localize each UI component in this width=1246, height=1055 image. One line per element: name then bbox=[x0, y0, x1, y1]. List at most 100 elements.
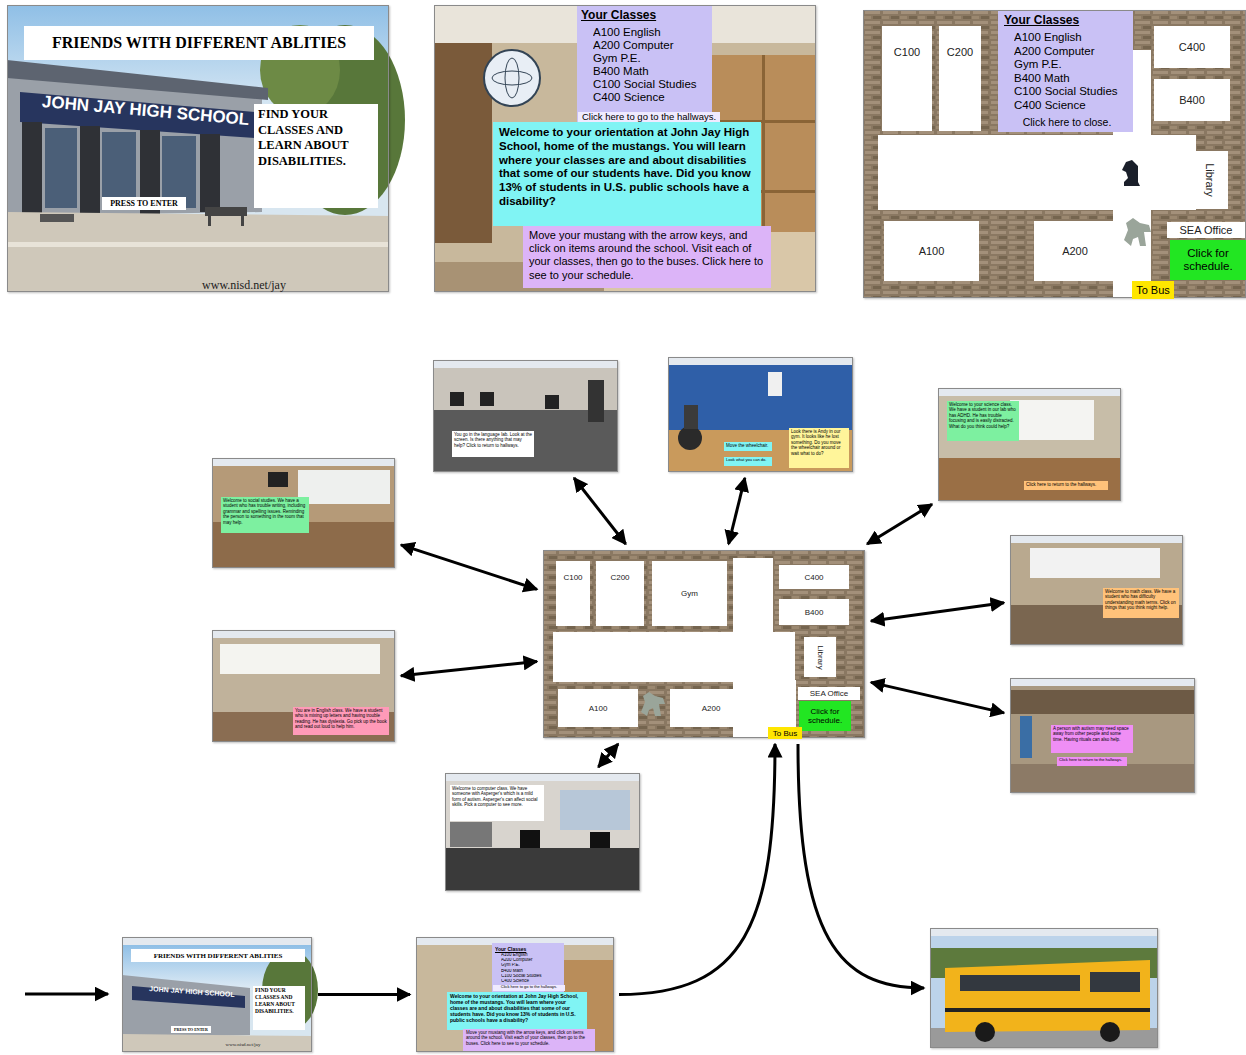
schedule-heading: Your Classes bbox=[581, 8, 711, 23]
label-text: FRIENDS WITH DIFFERENT ABLITIES bbox=[154, 952, 283, 960]
classroom-photo bbox=[434, 5, 816, 292]
computer-room-photo-shape bbox=[445, 773, 640, 781]
classroom-photo-shape bbox=[492, 71, 532, 85]
scene-message: A person with autism may need space away… bbox=[1051, 725, 1133, 753]
language-lab-photo-shape bbox=[480, 392, 494, 406]
label-text: C100 Social Studies bbox=[501, 974, 542, 978]
school-bus-photo-shape bbox=[930, 928, 1158, 936]
school-photo-shape bbox=[200, 134, 220, 212]
double-arrow bbox=[871, 603, 1004, 621]
english-thumbnail: You are in English class. We have a stud… bbox=[212, 630, 395, 742]
label-text: Welcome to your orientation at John Jay … bbox=[499, 126, 751, 207]
web-address: www.nisd.net/jay bbox=[211, 1042, 275, 1051]
hallway-map-shape bbox=[863, 10, 1246, 298]
english-room-photo-shape bbox=[220, 644, 380, 674]
library-photo-shape bbox=[1010, 764, 1195, 793]
school-photo-thumbnail bbox=[122, 937, 318, 1052]
label-text: Click for schedule. bbox=[1172, 247, 1244, 273]
label-text: B400 bbox=[1179, 94, 1205, 106]
title-screen: FRIENDS WITH DIFFERENT ABLITIESJOHN JAY … bbox=[7, 5, 389, 292]
school-bus-photo-shape bbox=[975, 1022, 995, 1042]
social-studies-photo-shape bbox=[298, 470, 390, 504]
choice-button: Look what you can do. bbox=[724, 457, 772, 466]
double-arrow bbox=[401, 662, 537, 676]
label-text: A200 Computer bbox=[1014, 45, 1095, 57]
choice-button: Move the wheelchair. bbox=[724, 442, 772, 451]
hallway-map-shape bbox=[998, 10, 1133, 132]
social-studies-photo-shape bbox=[212, 458, 395, 568]
school-photo-shape bbox=[208, 216, 211, 226]
scene-message: You go in the language lab. Look at the … bbox=[452, 431, 534, 457]
room-box: Library bbox=[1192, 151, 1228, 209]
classroom-photo-shape bbox=[505, 58, 519, 98]
entry-arrow-shape bbox=[25, 993, 108, 996]
room-box: C400 bbox=[779, 565, 849, 589]
label-text: Click here to close. bbox=[1023, 117, 1112, 128]
flow-arrow bbox=[318, 993, 410, 996]
double-arrow bbox=[867, 504, 932, 544]
language-lab-photo-shape bbox=[588, 380, 604, 422]
room-box: Library bbox=[804, 637, 836, 677]
gym-photo-shape bbox=[678, 426, 702, 450]
label-text: Your Classes bbox=[495, 946, 526, 952]
room-box: B400 bbox=[779, 599, 849, 625]
return-link: Click here to return to the hallways. bbox=[1057, 757, 1127, 766]
school-photo-thumbnail-shape bbox=[122, 937, 312, 1052]
class-list-item: C100 Social Studies bbox=[1014, 85, 1134, 98]
label-text: C400 bbox=[1179, 41, 1205, 53]
label-text: Gym P.E. bbox=[1014, 58, 1062, 70]
room-box: C100 bbox=[882, 26, 932, 131]
math-room-photo-shape bbox=[1030, 548, 1160, 578]
room-box: B400 bbox=[1154, 79, 1230, 121]
label-text: A100 English bbox=[593, 26, 661, 38]
english-room-photo-shape bbox=[212, 630, 395, 742]
room-box: C200 bbox=[939, 26, 981, 131]
label-text: Welcome to your science class. We have a… bbox=[949, 402, 1016, 429]
flow-arrow bbox=[619, 744, 775, 995]
school-photo-thumbnail-shape bbox=[122, 937, 312, 945]
math-thumbnail: Welcome to math class. We have a student… bbox=[1010, 535, 1183, 645]
label-text: To Bus bbox=[1136, 284, 1170, 296]
class-list-item: A200 Computer bbox=[593, 39, 713, 52]
label-text: A100 bbox=[919, 245, 945, 257]
language-lab-photo bbox=[433, 360, 618, 472]
intro-panel: FIND YOUR CLASSES AND LEARN ABOUT DISABI… bbox=[253, 986, 305, 1030]
label-text: Click for schedule. bbox=[801, 707, 849, 725]
label-text: C100 Social Studies bbox=[1014, 85, 1118, 97]
computer-room-photo-shape bbox=[445, 773, 640, 891]
room-box: A100 bbox=[558, 689, 638, 727]
gym-photo bbox=[668, 357, 853, 472]
school-photo-shape bbox=[45, 128, 77, 208]
school-bus-photo bbox=[930, 928, 1158, 1048]
school-photo-shape bbox=[241, 216, 244, 226]
social-studies-photo bbox=[212, 458, 395, 568]
hallway-link: Click here to go to the hallways. bbox=[493, 985, 565, 991]
label-text: Library bbox=[815, 645, 824, 669]
label-text: JOHN JAY HIGH SCHOOL bbox=[149, 985, 235, 998]
label-text: SEA Office bbox=[1180, 224, 1233, 236]
label-text: C400 Science bbox=[593, 91, 665, 103]
class-list-item: Gym P.E. bbox=[1014, 58, 1134, 71]
label-text: You are in English class. We have a stud… bbox=[295, 708, 387, 729]
social-studies-photo-shape bbox=[212, 458, 395, 466]
schedule-heading: Your Classes bbox=[1004, 13, 1129, 28]
label-text: Gym bbox=[681, 589, 698, 598]
computer-room-photo-shape bbox=[590, 832, 610, 848]
class-list-item: B400 Math bbox=[1014, 72, 1134, 85]
school-photo-shape bbox=[205, 207, 247, 216]
room-box: C400 bbox=[1154, 26, 1230, 68]
school-photo-shape bbox=[22, 122, 42, 217]
computer-room-thumbnail: Welcome to computer class. We have someo… bbox=[445, 773, 640, 891]
science-room-photo-shape bbox=[938, 388, 1121, 501]
label-text: A100 bbox=[589, 704, 608, 713]
label-text: C400 Science bbox=[501, 979, 529, 983]
label-text: C200 bbox=[947, 46, 973, 58]
hallway-map-shape bbox=[543, 550, 865, 738]
label-text: Move the wheelchair. bbox=[726, 443, 768, 448]
bus-exit: To Bus bbox=[768, 727, 802, 739]
school-bus-photo-shape bbox=[1090, 972, 1140, 992]
office-label: SEA Office bbox=[798, 687, 860, 700]
title-screen-thumbnail: FRIENDS WITH DIFFERENT ABLITIES JOHN JAY … bbox=[122, 937, 312, 1052]
classroom-photo-shape bbox=[434, 43, 492, 243]
